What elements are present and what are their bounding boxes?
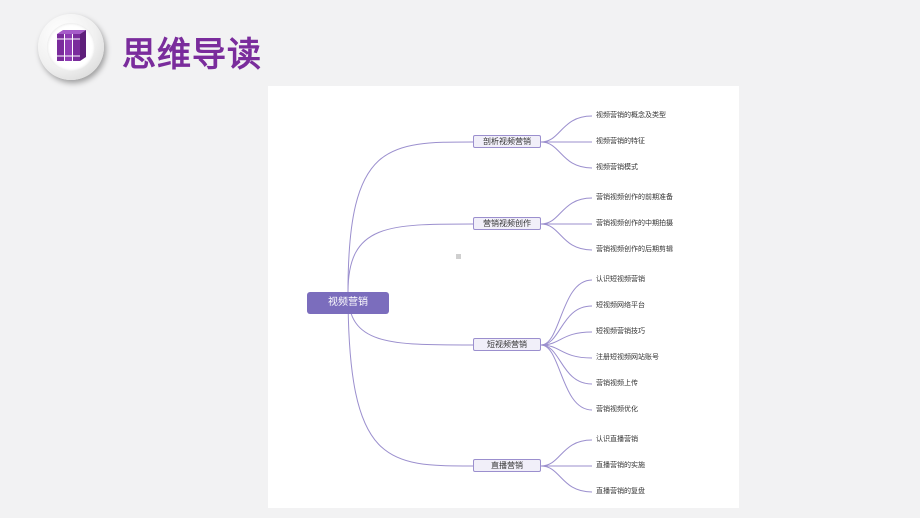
- branch-2-to-leaf-connector-3: [540, 223, 593, 251]
- mindmap-leaf-3-2[interactable]: 短视频网络平台: [596, 301, 645, 309]
- mindmap-canvas: 视频营销 剖析视频营销 视频营销的概念及类型视频营销的特征视频营销模式营销视频创作…: [268, 86, 739, 508]
- mindmap-branch-node-4[interactable]: 直播营销: [473, 459, 541, 472]
- mindmap-leaf-4-1[interactable]: 认识直播营销: [596, 435, 638, 443]
- logo-badge: [38, 14, 104, 80]
- logo-inner: [47, 23, 95, 71]
- branch-1-to-leaf-connector-3: [540, 141, 593, 169]
- page-title: 思维导读: [122, 35, 262, 75]
- branch-3-to-leaf-connector-1: [540, 279, 593, 346]
- branch-3-to-leaf-connector-3: [540, 331, 593, 346]
- mindmap-leaf-1-3[interactable]: 视频营销模式: [596, 163, 638, 171]
- mindmap-leaf-3-3[interactable]: 短视频营销技巧: [596, 327, 645, 335]
- mindmap-leaf-2-1[interactable]: 营销视频创作的前期准备: [596, 193, 673, 201]
- mindmap-leaf-3-1[interactable]: 认识短视频营销: [596, 275, 645, 283]
- branch-4-to-leaf-connector-1: [540, 439, 593, 467]
- mindmap-connectors: [347, 115, 593, 493]
- branch-4-to-leaf-connector-3: [540, 465, 593, 493]
- mindmap-leaf-3-6[interactable]: 营销视频优化: [596, 405, 638, 413]
- mindmap-leaf-1-1[interactable]: 视频营销的概念及类型: [596, 111, 666, 119]
- books-icon: [57, 30, 86, 61]
- root-to-branch-connector-1: [347, 141, 474, 293]
- root-to-branch-connector-4: [347, 291, 474, 467]
- mindmap-branch-node-2[interactable]: 营销视频创作: [473, 217, 541, 230]
- mindmap-leaf-3-5[interactable]: 营销视频上传: [596, 379, 638, 387]
- mindmap-root-node[interactable]: 视频营销: [307, 292, 389, 314]
- mindmap-leaf-4-2[interactable]: 直播营销的实施: [596, 461, 645, 469]
- branch-1-to-leaf-connector-1: [540, 115, 593, 143]
- mindmap-leaf-2-3[interactable]: 营销视频创作的后期剪辑: [596, 245, 673, 253]
- branch-3-to-leaf-connector-2: [540, 305, 593, 346]
- mindmap-leaf-2-2[interactable]: 营销视频创作的中期拍摄: [596, 219, 673, 227]
- mindmap-leaf-4-3[interactable]: 直播营销的复盘: [596, 487, 645, 495]
- mindmap-leaf-3-4[interactable]: 注册短视频网站账号: [596, 353, 659, 361]
- branch-3-to-leaf-connector-6: [540, 344, 593, 411]
- branch-3-to-leaf-connector-5: [540, 344, 593, 385]
- root-to-branch-connector-2: [347, 223, 474, 293]
- canvas-center-marker: [456, 254, 461, 259]
- mindmap-leaf-1-2[interactable]: 视频营销的特征: [596, 137, 645, 145]
- branch-2-to-leaf-connector-1: [540, 197, 593, 225]
- mindmap-branch-node-1[interactable]: 剖析视频营销: [473, 135, 541, 148]
- mindmap-branch-node-3[interactable]: 短视频营销: [473, 338, 541, 351]
